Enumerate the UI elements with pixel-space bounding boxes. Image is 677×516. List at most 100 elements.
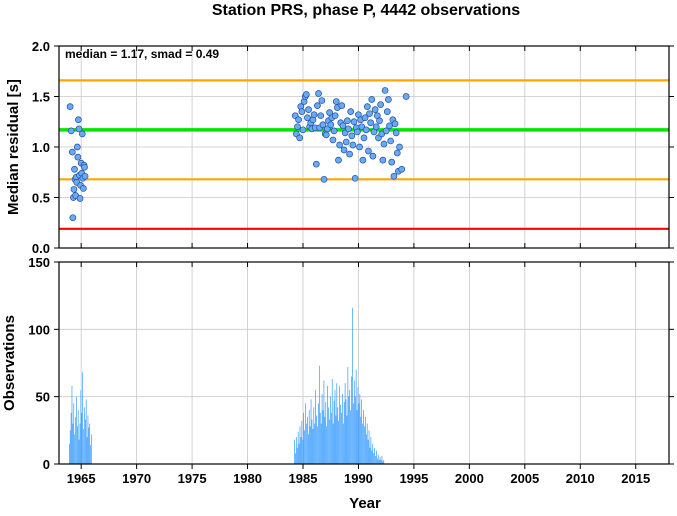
observations-bar xyxy=(331,379,333,464)
residual-point xyxy=(342,138,350,146)
observations-bar xyxy=(76,426,78,464)
residual-point xyxy=(332,98,340,105)
residual-point xyxy=(319,121,327,129)
observations-bar xyxy=(365,434,367,464)
residual-point xyxy=(322,131,330,139)
residual-point xyxy=(294,123,301,131)
observations-bar xyxy=(337,407,339,464)
observations-bar xyxy=(299,426,301,464)
residual-point xyxy=(80,185,87,192)
residual-point xyxy=(330,127,338,135)
observations-bar xyxy=(311,419,313,464)
residual-y-tick-label: 0.5 xyxy=(32,191,50,206)
observations-bar xyxy=(346,415,348,464)
residual-annotation: median = 1.17, smad = 0.49 xyxy=(65,47,219,61)
observations-y-axis-label: Observations xyxy=(1,315,18,411)
observations-bar xyxy=(353,403,354,464)
observations-bar xyxy=(324,416,326,464)
observations-bar xyxy=(76,396,77,464)
observations-bar xyxy=(318,365,320,464)
observations-bar xyxy=(307,416,308,464)
residual-point xyxy=(383,108,391,116)
observations-bar xyxy=(306,423,307,464)
residual-axis-ticks: 0.00.51.01.52.0 xyxy=(32,39,674,256)
observations-bar xyxy=(79,423,81,464)
observations-bar xyxy=(370,437,372,464)
observations-bar xyxy=(80,389,82,464)
observations-bar xyxy=(352,307,353,464)
observations-bar xyxy=(84,419,86,464)
x-tick-label: 1985 xyxy=(289,471,318,486)
observations-bar xyxy=(74,434,75,464)
observations-bar xyxy=(336,383,338,464)
observations-bar xyxy=(333,400,335,464)
residual-point xyxy=(348,132,356,140)
observations-bar xyxy=(315,389,316,464)
observations-bar xyxy=(372,443,374,464)
observations-bar xyxy=(71,385,73,464)
observations-bar xyxy=(321,393,323,464)
x-tick-label: 2015 xyxy=(621,471,650,486)
residual-point xyxy=(296,134,304,142)
observations-y-tick-label: 100 xyxy=(28,322,50,337)
observations-bar xyxy=(298,443,300,464)
observations-bar xyxy=(317,426,318,464)
residual-point xyxy=(69,214,77,222)
observations-bar xyxy=(349,389,351,464)
observations-bar xyxy=(359,393,361,464)
residual-point xyxy=(299,126,307,134)
residual-point xyxy=(363,103,371,110)
residual-y-tick-label: 0.0 xyxy=(32,241,50,256)
residual-point xyxy=(390,172,398,180)
observations-bar xyxy=(330,412,332,464)
residual-point xyxy=(73,143,81,151)
residual-point xyxy=(391,120,399,128)
observations-bar xyxy=(378,459,380,464)
residual-point xyxy=(398,165,406,173)
residual-point xyxy=(360,134,368,142)
chart-title: Station PRS, phase P, 4442 observations xyxy=(212,2,520,19)
observations-bar xyxy=(373,453,374,464)
residual-point xyxy=(81,163,88,171)
observations-bar xyxy=(335,415,337,464)
residual-point xyxy=(298,108,306,116)
observations-bar xyxy=(368,430,370,464)
observations-bar xyxy=(338,420,340,464)
observations-bar xyxy=(361,399,363,464)
x-tick-label: 1970 xyxy=(122,471,151,486)
observations-y-tick-label: 0 xyxy=(43,457,50,472)
observations-bar xyxy=(342,423,344,464)
residual-point xyxy=(356,143,363,151)
residual-point xyxy=(351,174,359,182)
observations-bar xyxy=(316,415,317,464)
residual-point xyxy=(336,141,343,149)
residual-point xyxy=(402,93,410,100)
observations-bar xyxy=(300,437,302,464)
observations-bar xyxy=(89,423,91,464)
observations-bar xyxy=(371,450,373,464)
observations-bar xyxy=(302,439,304,464)
residual-point xyxy=(381,87,389,94)
observations-bar xyxy=(329,419,330,464)
residual-point xyxy=(71,165,78,173)
observations-bar xyxy=(69,430,71,464)
observations-bar xyxy=(341,412,342,464)
observations-bar xyxy=(313,407,315,464)
observations-y-tick-label: 150 xyxy=(28,255,50,270)
observations-bar xyxy=(295,437,297,464)
observations-bar xyxy=(330,396,331,464)
residual-point xyxy=(350,118,358,126)
observations-bar xyxy=(380,459,382,464)
observations-bar xyxy=(83,428,84,464)
observations-bar xyxy=(308,410,310,464)
residual-point xyxy=(365,147,372,155)
x-tick-label: 1990 xyxy=(344,471,373,486)
observations-bar xyxy=(327,385,328,464)
observations-bar xyxy=(90,445,91,464)
residual-point xyxy=(380,140,388,148)
observations-bar xyxy=(375,455,376,464)
observations-bar xyxy=(355,369,357,464)
observations-bar xyxy=(366,423,368,464)
observations-bar xyxy=(318,403,319,464)
